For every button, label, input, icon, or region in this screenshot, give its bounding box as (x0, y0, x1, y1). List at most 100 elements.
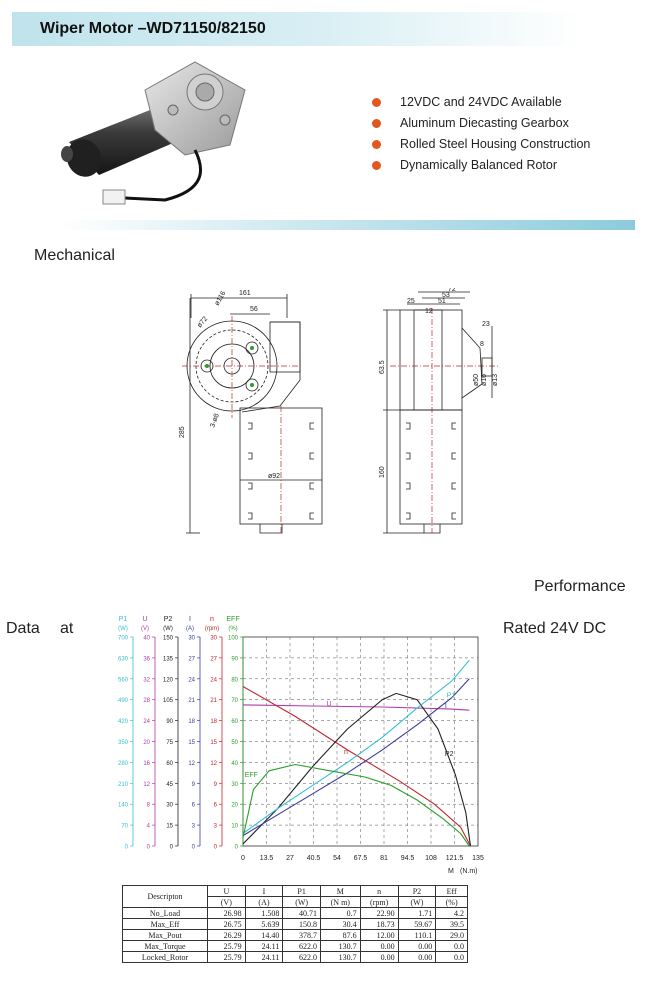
table-cell: 0.00 (397, 951, 437, 963)
x-tick-label: 121.5 (446, 855, 464, 862)
table-cell: 0.00 (359, 951, 399, 963)
bullet-icon (372, 98, 381, 107)
series-label-eff: EFF (245, 772, 258, 779)
table-cell: (N m) (319, 896, 361, 908)
axis-tick-label: 0 (170, 845, 174, 851)
table-cell: 110.1 (397, 929, 437, 941)
series-line-u (242, 704, 470, 711)
series-line-p2 (242, 692, 472, 847)
table-cell: Max_Eff (122, 918, 208, 930)
table-cell: Max_Pout (122, 929, 208, 941)
axis-tick-label: 210 (118, 782, 129, 788)
axis-name-i: I (189, 616, 191, 623)
axis-tick-label: 20 (231, 803, 238, 809)
axis-tick-label: 30 (166, 803, 173, 809)
axis-tick-label: 135 (163, 656, 174, 662)
axis-name-p2: P2 (164, 616, 173, 623)
table-cell: n (359, 885, 399, 897)
dim-51: 51 (438, 298, 446, 305)
axis-tick-label: 3 (192, 824, 196, 830)
axis-tick-label: 30 (188, 636, 195, 642)
table-cell: 87.6 (319, 929, 361, 941)
axis-tick-label: 27 (188, 656, 195, 662)
table-cell: 5.639 (244, 918, 284, 930)
dim-8: 8 (480, 341, 484, 348)
x-tick-label: 67.5 (354, 855, 368, 862)
bullet-icon (372, 119, 381, 128)
table-cell: 1.71 (397, 907, 437, 919)
feature-item: Dynamically Balanced Rotor (372, 155, 590, 176)
table-cell: 130.7 (319, 951, 361, 963)
table-cell: 39.5 (435, 918, 468, 930)
dim-25: 25 (407, 298, 415, 305)
dim-23: 23 (482, 321, 490, 328)
axis-tick-label: 24 (210, 677, 217, 683)
table-cell: 1.508 (244, 907, 284, 919)
axis-tick-label: 0 (214, 845, 218, 851)
table-cell: (V) (207, 896, 246, 908)
series-label-i: I (445, 703, 447, 710)
dim-285: 285 (179, 426, 186, 438)
feature-item: Rolled Steel Housing Construction (372, 134, 590, 155)
table-cell: 622.0 (282, 951, 321, 963)
data-label: Data (6, 620, 40, 637)
axis-unit-p1: (W) (118, 626, 128, 632)
axis-tick-label: 280 (118, 761, 129, 767)
table-cell: Descripton (122, 885, 208, 908)
table-cell: (rpm) (359, 896, 399, 908)
table-cell: (W) (282, 896, 321, 908)
axis-tick-label: 80 (231, 677, 238, 683)
axis-unit-n: (rpm) (205, 626, 219, 632)
table-cell: 18.73 (359, 918, 399, 930)
axis-tick-label: 8 (147, 803, 151, 809)
table-cell: 26.75 (207, 918, 246, 930)
table-cell: (A) (244, 896, 284, 908)
axis-tick-label: 150 (163, 636, 174, 642)
axis-tick-label: 350 (118, 740, 129, 746)
dim-160: 160 (379, 466, 386, 478)
dim-13: ø13 (492, 374, 499, 386)
x-tick-label: 81 (380, 855, 388, 862)
axis-tick-label: 120 (163, 677, 174, 683)
table-cell: 130.7 (319, 940, 361, 952)
axis-tick-label: 420 (118, 719, 129, 725)
axis-unit-i: (A) (186, 626, 194, 632)
axis-tick-label: 12 (210, 761, 217, 767)
table-cell: 26.98 (207, 907, 246, 919)
table-cell: 30.4 (319, 918, 361, 930)
table-cell: (%) (435, 896, 468, 908)
series-line-p1 (242, 659, 470, 834)
table-cell: (W) (397, 896, 437, 908)
axis-tick-label: 21 (188, 698, 195, 704)
table-cell: No_Load (122, 907, 208, 919)
axis-tick-label: 12 (143, 782, 150, 788)
series-label-u: U (327, 701, 332, 708)
feature-item: 12VDC and 24VDC Available (372, 92, 590, 113)
table-cell: P2 (397, 885, 437, 897)
axis-tick-label: 3 (214, 824, 218, 830)
rated-voltage-label: Rated 24V DC (503, 620, 607, 637)
table-cell: 0.00 (397, 940, 437, 952)
dim-116: ø116 (214, 290, 228, 307)
table-cell: 4.2 (435, 907, 468, 919)
mechanical-heading: Mechanical (34, 247, 115, 264)
axis-unit-eff: (%) (228, 626, 237, 632)
table-cell: 0.7 (319, 907, 361, 919)
table-cell: 14.40 (244, 929, 284, 941)
header-divider-band (60, 220, 635, 230)
axis-tick-label: 16 (143, 761, 150, 767)
motor-illustration (61, 61, 246, 205)
axis-tick-label: 32 (143, 677, 150, 683)
axis-tick-label: 560 (118, 677, 129, 683)
bullet-icon (372, 161, 381, 170)
dim-72-side: 72 (448, 288, 456, 293)
table-cell: 24.11 (244, 940, 284, 952)
dim-56: 56 (250, 306, 258, 313)
axis-tick-label: 24 (143, 719, 150, 725)
table-cell: M (319, 885, 361, 897)
